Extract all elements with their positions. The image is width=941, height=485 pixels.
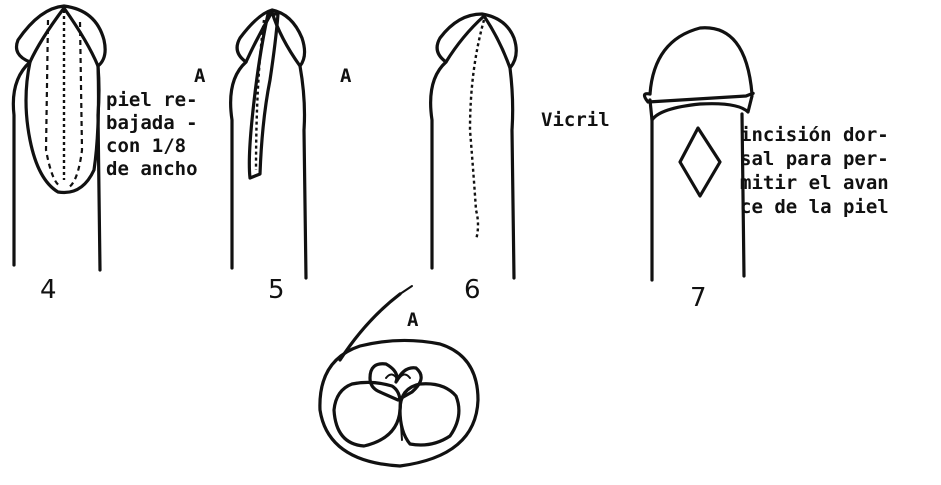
figure-7-drawing [644, 28, 753, 280]
fig4-note-line2: bajada - [106, 112, 198, 134]
figure-5-drawing [231, 10, 306, 278]
cross-section-drawing [320, 286, 478, 466]
fig4-note-line3: con 1/8 [106, 135, 186, 157]
fig7-note-line3: mitir el avan [740, 172, 889, 194]
fig7-note-line1: incisión dor- [740, 124, 889, 146]
marker-a-right: A [340, 65, 352, 87]
marker-a-left: A [194, 65, 206, 87]
figure-6-drawing [431, 14, 517, 278]
fig7-note-line2: sal para per- [740, 148, 889, 170]
figure-number-5: 5 [268, 275, 285, 305]
fig6-note-vicril: Vicril [541, 109, 610, 131]
figure-number-4: 4 [40, 275, 57, 305]
fig7-note-line4: ce de la piel [740, 196, 889, 218]
fig4-note-line1: piel re- [106, 89, 198, 111]
fig4-note-line4: de ancho [106, 158, 198, 180]
figure-4-drawing [13, 6, 105, 270]
figure-number-6: 6 [464, 275, 481, 305]
marker-a-bottom: A [407, 309, 419, 331]
figure-number-7: 7 [690, 283, 707, 313]
